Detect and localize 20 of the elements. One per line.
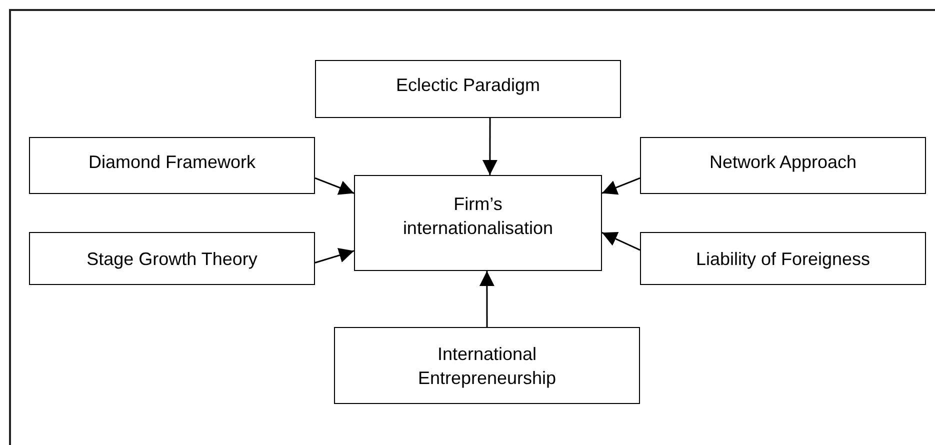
concept-box bbox=[354, 175, 602, 271]
concept-box bbox=[315, 60, 621, 118]
arrow bbox=[314, 248, 354, 264]
box-label: Firm’s internationalisation bbox=[402, 193, 554, 240]
box-label: International Entrepreneurship bbox=[416, 342, 558, 390]
concept-box bbox=[640, 137, 926, 194]
box-label: Network Approach bbox=[709, 151, 857, 174]
arrow bbox=[482, 118, 498, 175]
arrow bbox=[602, 232, 640, 251]
box-label: Eclectic Paradigm bbox=[396, 74, 540, 97]
box-label: Stage Growth Theory bbox=[86, 248, 258, 270]
concept-box bbox=[29, 232, 315, 285]
arrow bbox=[602, 177, 640, 195]
arrow bbox=[479, 271, 494, 327]
concept-box bbox=[640, 232, 926, 285]
box-label: Diamond Framework bbox=[88, 151, 256, 174]
arrow bbox=[314, 177, 354, 195]
box-label: Liability of Foreigness bbox=[696, 248, 870, 270]
concept-box bbox=[334, 327, 640, 404]
concept-box bbox=[29, 137, 315, 194]
